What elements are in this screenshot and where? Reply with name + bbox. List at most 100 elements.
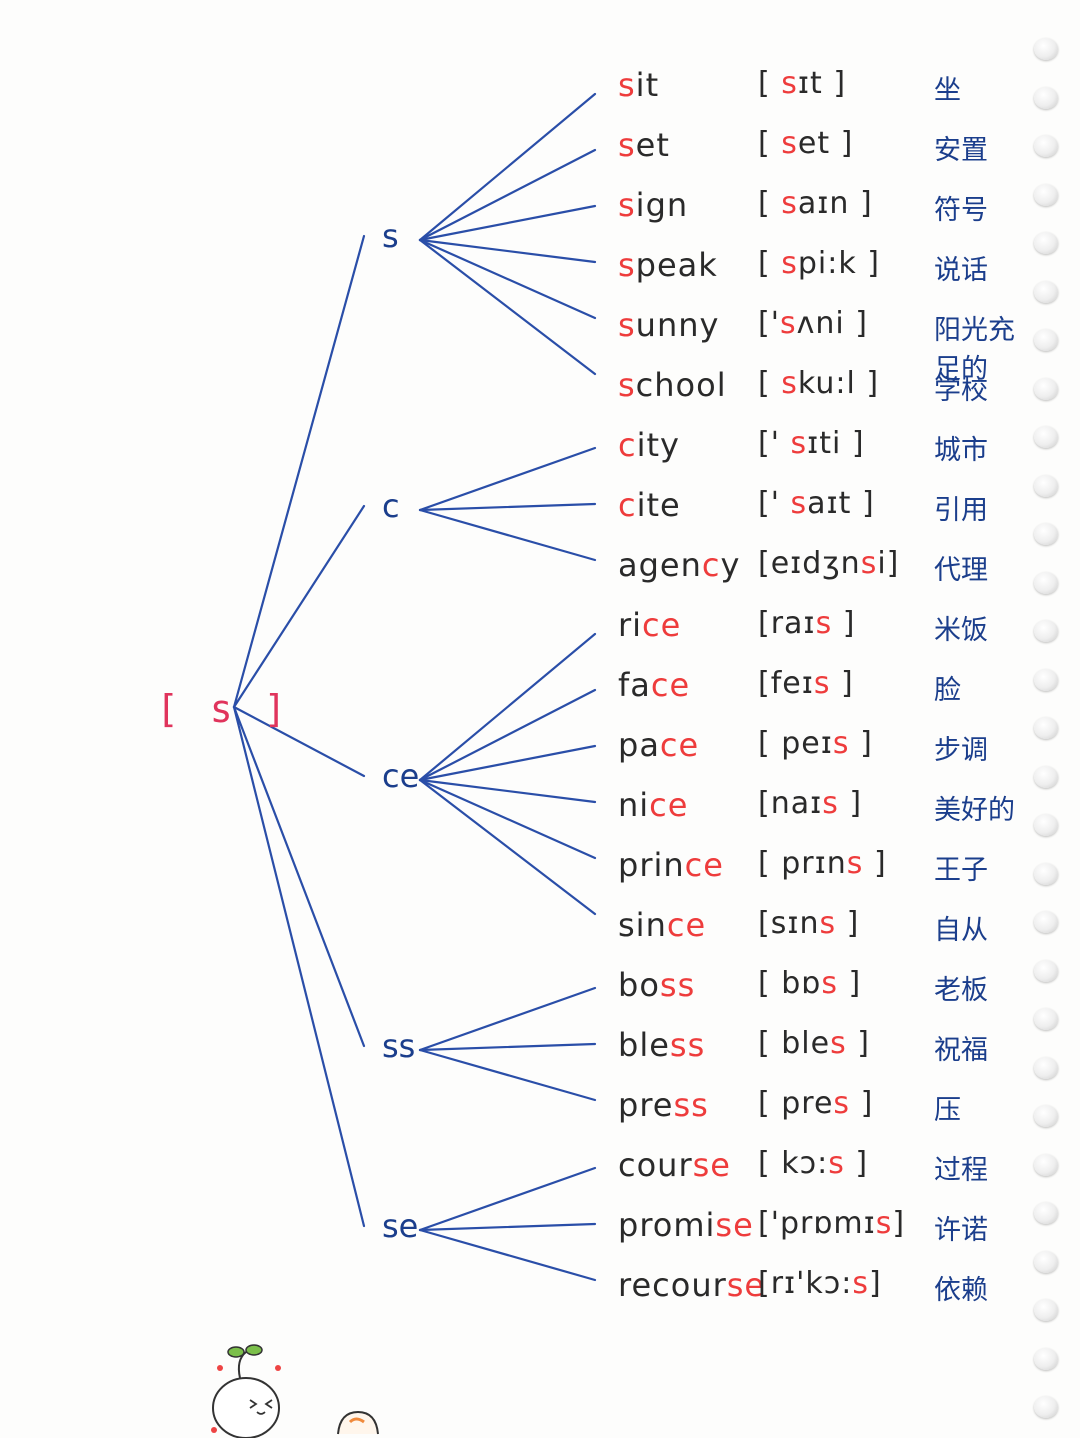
word-suffix: ite xyxy=(637,486,681,524)
phonetic-highlight: s xyxy=(828,1146,845,1181)
phonetic-suffix: ] xyxy=(845,1146,868,1181)
phonetic-suffix: et ] xyxy=(798,126,853,161)
word-phonetic: [ kɔ:s ] xyxy=(758,1146,868,1181)
phonetic-suffix: ] xyxy=(850,726,873,761)
word-suffix: ign xyxy=(636,186,688,224)
phonetic-prefix: [ xyxy=(758,186,781,221)
phonetic-suffix: ] xyxy=(836,906,859,941)
phonetic-prefix: [sɪn xyxy=(758,906,820,941)
phonetic-prefix: [ peɪ xyxy=(758,726,833,761)
word-highlight-letters: c xyxy=(702,546,721,584)
word-row: bless[ bles ]祝福 xyxy=(600,1018,1030,1074)
word-suffix: unny xyxy=(636,306,720,344)
phonetic-prefix: [ ble xyxy=(758,1026,830,1061)
word-highlight-letters: c xyxy=(618,426,637,464)
word-spelling: face xyxy=(618,666,690,704)
word-suffix: et xyxy=(636,126,670,164)
branch-to-word-line-0-2 xyxy=(420,206,595,240)
word-phonetic: [ bles ] xyxy=(758,1026,870,1061)
word-phonetic: ['sʌni ] xyxy=(758,306,868,341)
phonetic-highlight: s xyxy=(814,666,831,701)
branch-label-se: se xyxy=(382,1210,418,1242)
binding-ring xyxy=(1034,1299,1058,1321)
branch-to-word-line-4-0 xyxy=(420,1168,595,1230)
word-spelling: recourse xyxy=(618,1266,765,1304)
phonetic-prefix: [ xyxy=(758,66,781,101)
word-row: school[ sku:l ]学校 xyxy=(600,358,1030,414)
phonetic-suffix: ] xyxy=(832,606,855,641)
binding-ring xyxy=(1034,1008,1058,1030)
word-meaning: 脸 xyxy=(934,668,961,707)
phonetic-highlight: s xyxy=(781,126,798,161)
phonetic-highlight: s xyxy=(791,486,808,521)
word-phonetic: [' sɪti ] xyxy=(758,426,865,461)
word-meaning: 代理 xyxy=(934,548,988,587)
phonetic-prefix: [rɪ'kɔ: xyxy=(758,1266,852,1301)
phonetic-prefix: [ xyxy=(758,246,781,281)
branch-to-word-line-2-0 xyxy=(420,634,595,780)
word-highlight-letters: s xyxy=(618,246,636,284)
phonetic-highlight: s xyxy=(821,966,838,1001)
binding-ring xyxy=(1034,1202,1058,1224)
phonetic-highlight: s xyxy=(816,606,833,641)
word-highlight-letters: ce xyxy=(649,786,688,824)
branch-to-word-line-3-1 xyxy=(420,1044,595,1050)
word-row: city[' sɪti ]城市 xyxy=(600,418,1030,474)
word-spelling: pace xyxy=(618,726,699,764)
branch-label-ss: ss xyxy=(382,1030,415,1062)
word-row: s et [ set ] 安置 xyxy=(600,118,1030,174)
word-highlight-letters: ce xyxy=(660,726,699,764)
word-highlight-letters: c xyxy=(618,486,637,524)
word-spelling: sit xyxy=(618,66,659,104)
phonetic-prefix: [eɪdʒn xyxy=(758,546,861,581)
binding-ring xyxy=(1034,87,1058,109)
word-phonetic: [ pres ] xyxy=(758,1086,873,1121)
binding-ring xyxy=(1034,960,1058,982)
binding-ring xyxy=(1034,378,1058,400)
word-spelling: bless xyxy=(618,1026,705,1064)
word-prefix: ri xyxy=(618,606,642,644)
word-meaning: 依赖 xyxy=(934,1268,988,1307)
branch-label-c: c xyxy=(382,490,400,522)
word-spelling: prince xyxy=(618,846,724,884)
branch-to-word-line-3-2 xyxy=(420,1050,595,1100)
phonetic-suffix: ] xyxy=(869,1266,882,1301)
phonetic-highlight: s xyxy=(833,1086,850,1121)
word-meaning: 说话 xyxy=(934,248,988,287)
word-meaning: 步调 xyxy=(934,728,988,767)
word-meaning: 米饭 xyxy=(934,608,988,647)
word-phonetic: [rɪ'kɔ:s] xyxy=(758,1266,882,1301)
word-spelling: nice xyxy=(618,786,688,824)
phonetic-prefix: [ xyxy=(758,126,781,161)
binding-ring xyxy=(1034,766,1058,788)
binding-ring xyxy=(1034,426,1058,448)
word-phonetic: [sɪns ] xyxy=(758,906,859,941)
word-row: sit[ sɪt ]坐 xyxy=(600,58,1030,114)
word-suffix: ity xyxy=(637,426,680,464)
phonetic-suffix: ] xyxy=(863,846,886,881)
word-row: nice[naɪs ]美好的 xyxy=(600,778,1030,834)
phonetic-suffix: ɪt ] xyxy=(798,66,846,101)
word-spelling: sign xyxy=(618,186,688,224)
word-phonetic: [feɪs ] xyxy=(758,666,854,701)
word-prefix: fa xyxy=(618,666,651,704)
word-phonetic: [ peɪs ] xyxy=(758,726,873,761)
phonetic-highlight: s xyxy=(781,186,798,221)
binding-ring xyxy=(1034,281,1058,303)
word-spelling: boss xyxy=(618,966,695,1004)
phonetic-prefix: [ xyxy=(758,366,781,401)
word-phonetic: [ set ] xyxy=(758,126,853,161)
word-prefix: cour xyxy=(618,1146,693,1184)
word-highlight-letters: s xyxy=(618,66,636,104)
word-highlight-letters: ce xyxy=(667,906,706,944)
phonetic-suffix: aɪt ] xyxy=(807,486,875,521)
binding-ring xyxy=(1034,38,1058,60)
word-meaning: 安置 xyxy=(934,128,988,167)
root-phoneme-label: [ s ] xyxy=(156,690,290,728)
phonetic-prefix: [ kɔ: xyxy=(758,1146,828,1181)
phonetic-suffix: pi:k ] xyxy=(798,246,880,281)
phonetic-prefix: [' xyxy=(758,486,791,521)
word-row: promise['prɒmɪs]许诺 xyxy=(600,1198,1030,1254)
binding-ring xyxy=(1034,232,1058,254)
word-spelling: speak xyxy=(618,246,718,284)
